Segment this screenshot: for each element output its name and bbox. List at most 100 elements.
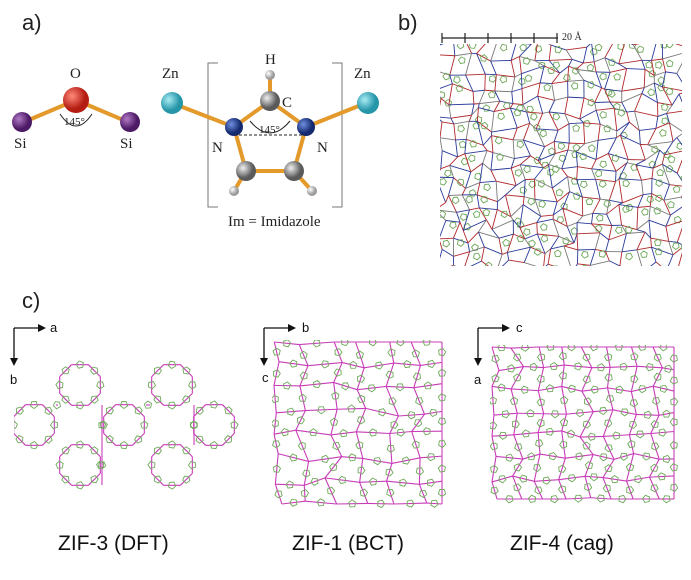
framework-bond xyxy=(628,414,637,435)
linker-ring xyxy=(490,464,499,473)
linker-ring xyxy=(605,395,615,404)
linker-ring xyxy=(413,419,423,428)
linker-ring xyxy=(622,179,631,188)
silica-angle-label: 145° xyxy=(64,116,85,128)
network-bond xyxy=(609,199,623,204)
framework-bond xyxy=(561,385,583,392)
network-bond xyxy=(440,202,446,207)
framework-bond xyxy=(333,382,338,410)
linker-ring xyxy=(516,220,525,229)
framework-bond xyxy=(295,429,310,462)
network-bond xyxy=(456,212,461,223)
linker-ring xyxy=(662,454,671,464)
linker-ring xyxy=(584,483,593,492)
network-bond xyxy=(537,96,544,114)
linker-ring xyxy=(625,463,635,472)
framework-bond xyxy=(585,475,603,479)
linker-ring xyxy=(415,397,424,406)
network-bond xyxy=(547,248,552,265)
network-bond xyxy=(618,178,623,203)
zif-3-axis-h: a xyxy=(50,320,58,335)
framework-bond xyxy=(389,430,412,435)
network-bond xyxy=(453,237,469,244)
linker-ring xyxy=(619,171,628,180)
linker-ring xyxy=(653,206,661,215)
network-bond xyxy=(495,181,498,202)
linker-ring xyxy=(589,345,598,352)
framework-bond xyxy=(650,430,675,435)
network-bond xyxy=(440,240,443,250)
linker-ring xyxy=(627,439,636,448)
network-bond xyxy=(618,44,625,64)
network-bond xyxy=(449,55,456,76)
linker-ring xyxy=(587,432,596,441)
network-bond xyxy=(464,150,488,155)
linker-ring xyxy=(182,475,191,484)
framework-bond xyxy=(356,367,365,390)
zif-4-framework xyxy=(490,345,679,504)
network-bond xyxy=(662,52,682,60)
network-bond xyxy=(511,88,523,93)
network-bond xyxy=(654,71,666,77)
network-bond xyxy=(668,241,674,256)
network-bond xyxy=(562,191,571,209)
network-bond xyxy=(455,138,467,141)
network-bond xyxy=(454,52,472,57)
silica-angle-arc xyxy=(59,113,93,127)
linker-ring xyxy=(582,441,591,450)
framework-bond xyxy=(537,432,541,455)
linker-ring xyxy=(647,88,655,97)
network-bond xyxy=(550,44,567,51)
network-bond xyxy=(510,168,517,186)
network-bond xyxy=(621,68,628,92)
network-bond xyxy=(441,249,454,257)
framework-bond xyxy=(636,413,660,416)
linker-ring xyxy=(411,349,420,358)
linker-ring xyxy=(501,410,510,419)
network-bond xyxy=(648,220,652,239)
network-bond xyxy=(479,207,498,210)
linker-ring xyxy=(437,417,447,426)
linker-ring xyxy=(642,452,651,461)
network-bond xyxy=(608,225,613,240)
framework-bond xyxy=(602,477,612,500)
network-bond xyxy=(456,209,470,213)
scale-bar xyxy=(441,33,558,43)
linker-ring xyxy=(283,340,292,348)
framework-bond xyxy=(88,364,101,377)
linker-ring xyxy=(528,239,536,248)
network-bond xyxy=(491,135,494,153)
framework-bond xyxy=(413,383,443,389)
framework-bond xyxy=(278,453,309,462)
linker-ring xyxy=(480,195,488,204)
linker-ring xyxy=(140,420,149,429)
network-bond xyxy=(562,207,568,227)
network-bond xyxy=(563,245,571,266)
linker-ring xyxy=(491,355,500,364)
network-bond xyxy=(465,73,486,76)
n-right-label: N xyxy=(317,140,328,156)
network-bond xyxy=(484,74,486,91)
linker-ring xyxy=(105,406,114,415)
network-bond xyxy=(626,111,630,123)
linker-ring xyxy=(670,483,679,492)
si-left-label: Si xyxy=(14,136,27,152)
linker-ring xyxy=(230,420,239,429)
network-bond xyxy=(494,90,512,93)
linker-ring xyxy=(182,366,191,375)
linker-ring xyxy=(555,188,564,197)
linker-ring xyxy=(520,385,529,394)
linker-ring xyxy=(599,110,607,119)
framework-bond xyxy=(274,453,279,485)
zn-right-label: Zn xyxy=(354,66,371,82)
zif-4-axis-h: c xyxy=(516,320,523,335)
linker-ring xyxy=(552,61,561,70)
linker-ring xyxy=(134,406,143,415)
network-bond xyxy=(663,184,670,201)
linker-ring xyxy=(399,478,408,487)
network-bond xyxy=(572,58,584,64)
framework-bond xyxy=(59,364,72,377)
linker-ring xyxy=(635,430,645,439)
linker-ring xyxy=(280,427,289,437)
framework-bond xyxy=(59,444,72,457)
